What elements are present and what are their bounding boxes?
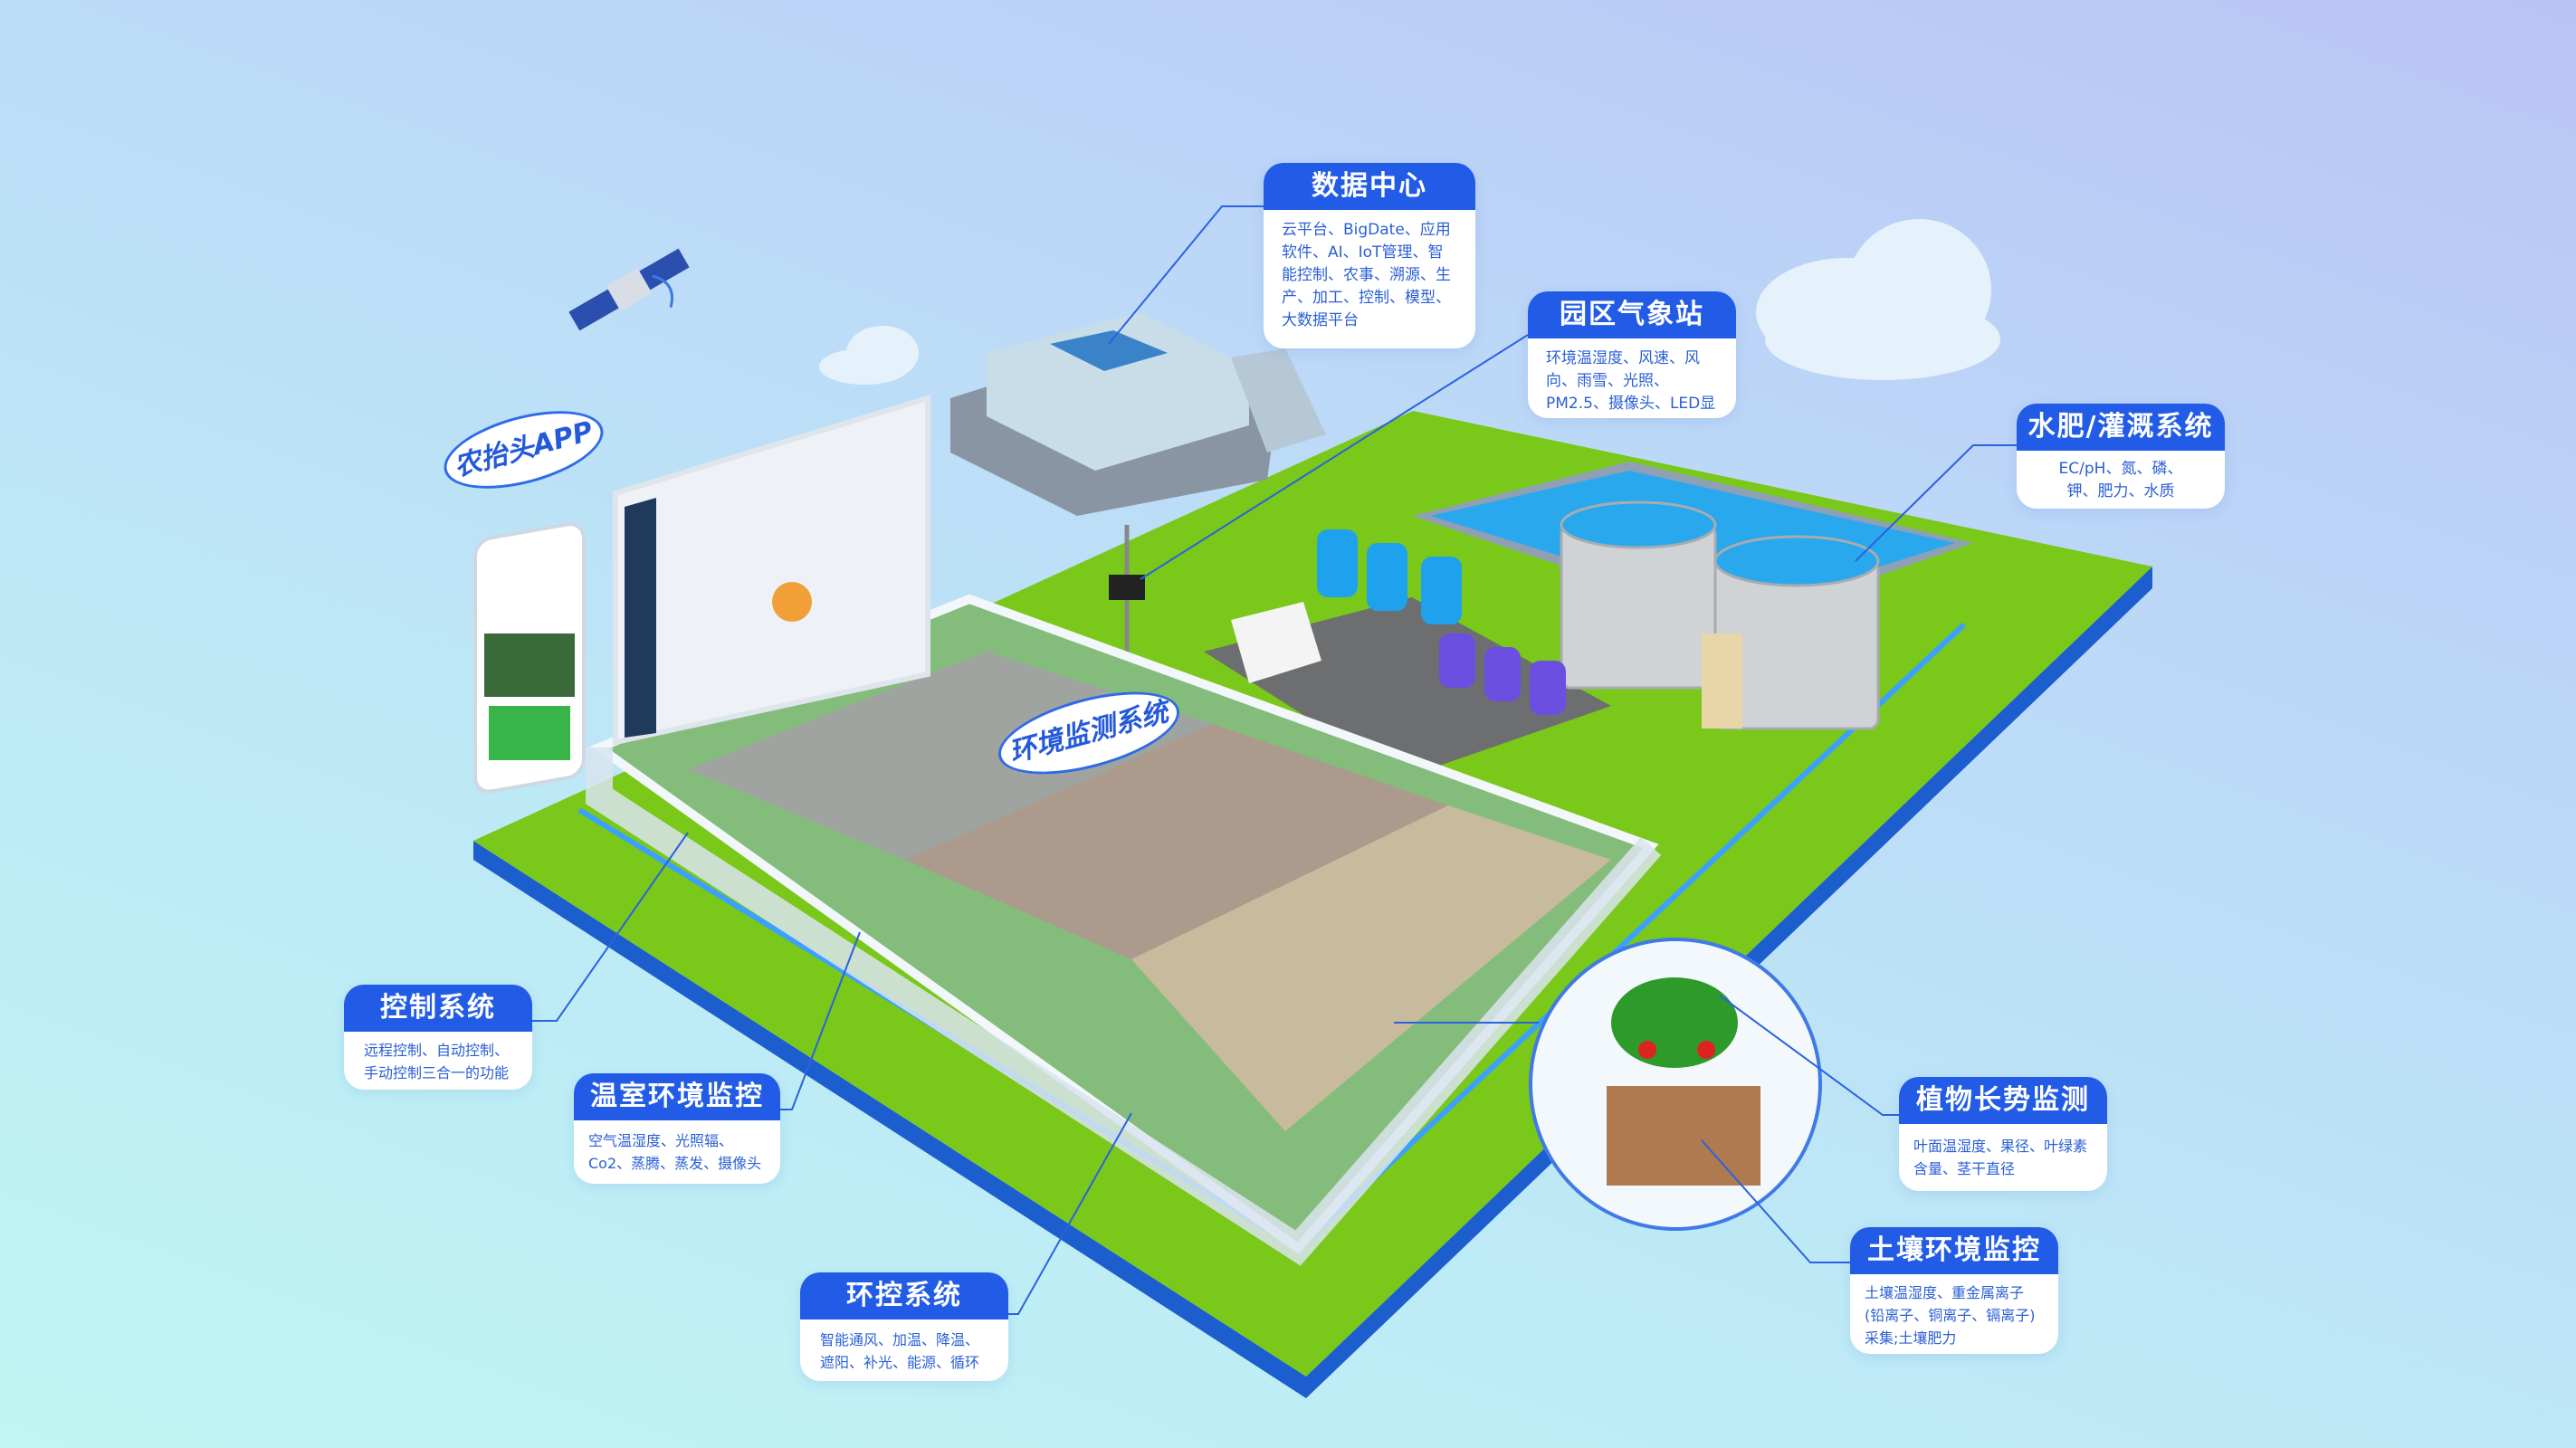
card-weather-station: 园区气象站 环境温湿度、风速、风向、雨雪、光照、PM2.5、摄像头、LED显示屏: [1528, 291, 1736, 418]
data-center-building: [950, 312, 1326, 516]
plant-soil-inset: [1529, 938, 1822, 1231]
card-title: 数据中心: [1264, 163, 1475, 210]
card-control: 控制系统 远程控制、自动控制、手动控制三合一的功能: [344, 985, 532, 1090]
greenhouse: [586, 594, 1662, 1266]
card-soil-monitor: 土壤环境监控 土壤温湿度、重金属离子(铅离子、铜离子、镉离子)采集;土壤肥力: [1850, 1227, 2058, 1354]
cloud-icon: [819, 326, 919, 385]
irrigation-equipment: [1204, 462, 1973, 778]
satellite-icon: [568, 248, 690, 331]
card-desc: EC/pH、氮、磷、钾、肥力、水质: [2058, 460, 2183, 500]
weather-station: [1109, 525, 1145, 652]
card-data-center: 数据中心 云平台、BigDate、应用软件、AI、IoT管理、智能控制、农事、溯…: [1264, 163, 1475, 348]
card-desc: 智能通风、加温、降温、遮阳、补光、能源、循环: [820, 1331, 980, 1371]
card-desc: 叶面温湿度、果径、叶绿素含量、茎干直径: [1913, 1138, 2088, 1177]
card-desc: 环境温湿度、风速、风向、雨雪、光照、PM2.5、摄像头、LED显示屏: [1546, 349, 1716, 418]
card-desc: 土壤温湿度、重金属离子(铅离子、铜离子、镉离子)采集;土壤肥力: [1865, 1284, 2036, 1347]
leader-lines: [532, 205, 2017, 1315]
card-title: 园区气象站: [1528, 291, 1736, 338]
card-irrigation: 水肥/灌溉系统 EC/pH、氮、磷、钾、肥力、水质: [2017, 404, 2225, 509]
phone-app: [473, 522, 586, 794]
card-title: 植物长势监测: [1899, 1077, 2107, 1124]
card-desc: 远程控制、自动控制、手动控制三合一的功能: [364, 1042, 510, 1081]
card-desc: 云平台、BigDate、应用软件、AI、IoT管理、智能控制、农事、溯源、生产、…: [1282, 221, 1451, 329]
card-desc: 空气温湿度、光照辐、Co2、蒸腾、蒸发、摄像头: [588, 1132, 762, 1172]
card-title: 温室环境监控: [574, 1073, 780, 1120]
card-title: 土壤环境监控: [1850, 1227, 2058, 1274]
card-title: 水肥/灌溉系统: [2017, 404, 2225, 451]
card-title: 环控系统: [800, 1272, 1008, 1319]
card-climate-control: 环控系统 智能通风、加温、降温、遮阳、补光、能源、循环: [800, 1272, 1008, 1381]
dashboard-tablet: [613, 394, 930, 746]
cloud-icon: [1756, 219, 2000, 380]
card-plant-growth: 植物长势监测 叶面温湿度、果径、叶绿素含量、茎干直径: [1899, 1077, 2107, 1191]
card-greenhouse-monitor: 温室环境监控 空气温湿度、光照辐、Co2、蒸腾、蒸发、摄像头: [574, 1073, 780, 1184]
card-title: 控制系统: [344, 985, 532, 1032]
